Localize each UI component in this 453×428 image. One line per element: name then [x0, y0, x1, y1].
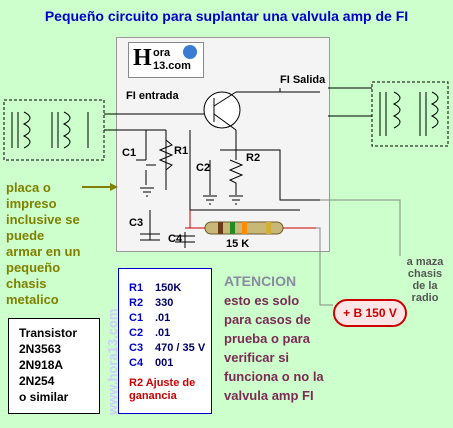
c4-label: C4 [168, 233, 183, 245]
attention-line: valvula amp FI [224, 388, 314, 403]
ground-icon [229, 195, 243, 205]
ground-note-line: radio [411, 292, 439, 304]
parts-row: C4 001 [129, 356, 211, 371]
c3-label: C3 [129, 217, 144, 229]
c1-label: C1 [122, 147, 137, 159]
attention-note: ATENCION esto es solo para casos de prue… [224, 272, 336, 405]
watermark: www.hora13.com [105, 309, 120, 416]
attention-line: verificar si [224, 350, 290, 365]
side-note-line: metalico [6, 292, 59, 307]
part-value: .01 [155, 312, 171, 324]
globe-icon [183, 45, 197, 59]
side-note-line: armar en un [6, 244, 81, 259]
parts-row: C3 470 / 35 V [129, 341, 211, 356]
ground-icon [140, 187, 154, 197]
arrow-icon [110, 183, 118, 191]
watermark-text: www.hora13.com [105, 309, 120, 416]
c2-label: C2 [196, 162, 211, 174]
part-ref: C3 [129, 342, 144, 354]
fi-salida-label: FI Salida [280, 74, 326, 86]
ground-note-line: de la [412, 280, 438, 292]
transistor-line: Transistor [19, 326, 78, 340]
page-title: Pequeño circuito para suplantar una valv… [44, 8, 409, 24]
side-note: placa o impreso inclusive se puede armar… [6, 180, 102, 308]
supply-lead [316, 227, 333, 306]
attention-line: esto es solo [224, 293, 300, 308]
supply-badge: + B 150 V [333, 299, 407, 327]
logo-initial: H [133, 45, 152, 71]
hora13-logo: H ora 13.com [128, 42, 204, 78]
transistor-line: 2N254 [19, 374, 55, 388]
part-value: 150K [155, 282, 182, 294]
logo-word2: 13.com [153, 60, 191, 72]
side-note-line: impreso [6, 196, 57, 211]
circuit-wires [130, 88, 320, 248]
part-value: 001 [155, 357, 174, 369]
parts-list: R1 150K R2 330 C1 .01 C2 .01 C3 470 / 35 V C4… [118, 268, 212, 414]
part-ref: R1 [129, 282, 144, 294]
side-note-line: inclusive se [6, 212, 80, 227]
part-value: .01 [155, 327, 171, 339]
attention-line: funciona o no la [224, 369, 324, 384]
r1-label: R1 [174, 145, 189, 157]
logo-word1: ora [153, 47, 171, 59]
part-value: 470 / 35 V [155, 342, 206, 354]
transistor-list: Transistor 2N3563 2N918A 2N254 o similar [8, 318, 100, 414]
resistor-15k [204, 221, 284, 235]
part-value: 330 [155, 297, 174, 309]
output-transformer [328, 81, 449, 147]
part-ref: C4 [129, 357, 144, 369]
side-note-line: placa o [6, 180, 51, 195]
part-ref: C2 [129, 327, 144, 339]
attention-line: prueba o para [224, 331, 310, 346]
fi-entrada-label: FI entrada [126, 90, 179, 102]
part-ref: R2 [129, 297, 144, 309]
side-note-line: chasis [6, 276, 47, 291]
parts-row: R1 150K [129, 281, 211, 296]
input-transformer [3, 99, 130, 161]
ground-icon [203, 195, 217, 205]
part-ref: C1 [129, 312, 144, 324]
resistor-value-label: 15 K [226, 238, 250, 250]
r2-label: R2 [246, 152, 261, 164]
side-note-line: pequeño [6, 260, 61, 275]
transistor-line: 2N918A [19, 358, 64, 372]
ground-note-line: a maza [406, 256, 444, 268]
gain-note: R2 Ajuste de ganancia [129, 377, 196, 402]
attention-title: ATENCION [224, 273, 297, 289]
ground-note: a maza chasis de la radio [400, 256, 450, 304]
side-note-line: puede [6, 228, 45, 243]
attention-line: para casos de [224, 312, 311, 327]
transistor-line: 2N3563 [19, 342, 62, 356]
transistor-line: o similar [19, 390, 69, 404]
parts-row: C2 .01 [129, 326, 211, 341]
ground-note-line: chasis [407, 268, 443, 280]
parts-row: R2 330 [129, 296, 211, 311]
r1-resistor [158, 139, 174, 171]
ground-lead [320, 199, 401, 256]
parts-row: C1 .01 [129, 311, 211, 326]
